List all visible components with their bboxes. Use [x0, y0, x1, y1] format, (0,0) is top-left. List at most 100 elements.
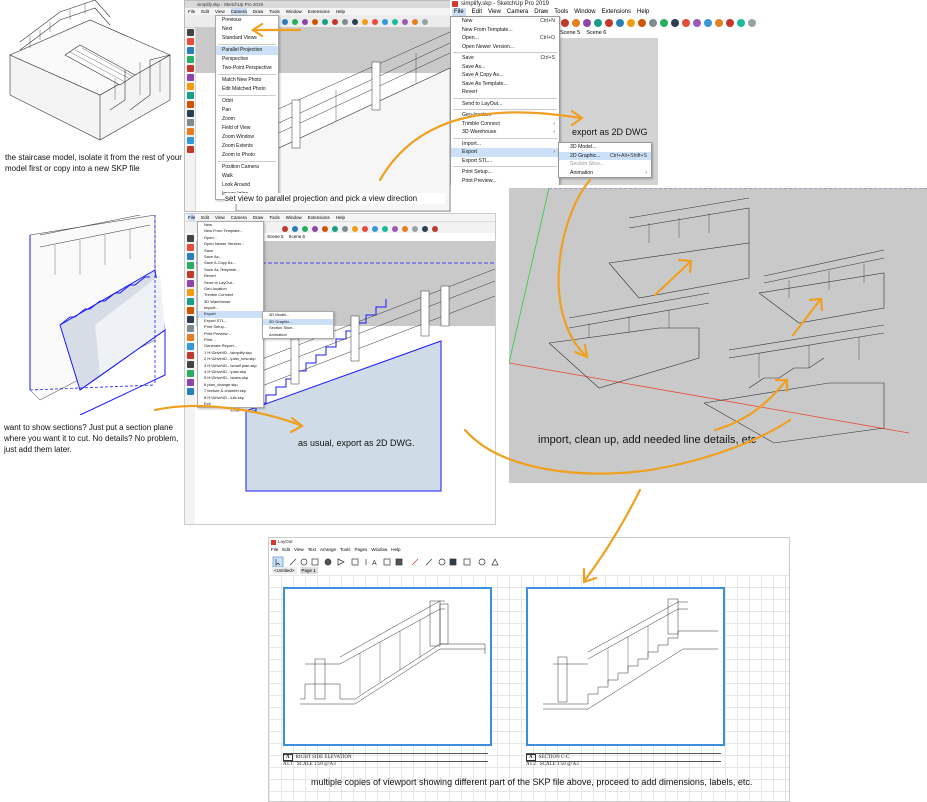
menu-pages[interactable]: Pages — [354, 547, 368, 552]
menu-extensions[interactable]: Extensions — [601, 9, 631, 15]
toolbar-icons[interactable] — [560, 16, 770, 28]
menu-tools[interactable]: Tools — [340, 547, 351, 552]
menu-arrange[interactable]: Arrange — [319, 547, 336, 552]
menu-item[interactable]: Send to LayOut... — [204, 279, 236, 285]
menu-item[interactable]: Print... — [204, 337, 216, 343]
menu-item[interactable]: Export STL... — [204, 317, 228, 323]
menu-item-geo-location[interactable]: Geo-location› — [462, 112, 555, 118]
menu-item[interactable]: Zoom — [222, 116, 235, 122]
menu-item[interactable]: Import... — [204, 305, 219, 311]
tab-page[interactable]: Page 1 — [299, 567, 318, 574]
menu-view[interactable]: View — [215, 215, 225, 220]
menu-item-section-slice[interactable]: Section Slice... — [570, 161, 605, 167]
menu-item[interactable]: 3D Warehouse — [204, 298, 231, 304]
menu-item[interactable]: Previous — [222, 17, 242, 23]
tab-scene[interactable]: Scene 6 — [586, 30, 607, 36]
menu-item[interactable]: Open Newer Version... — [204, 241, 245, 247]
menu-item-open[interactable]: Open...Ctrl+O — [462, 35, 555, 41]
menu-item[interactable]: 5 H:\Drive\ID...\stairs.skp — [204, 375, 249, 381]
menu-item-import[interactable]: Import... — [462, 140, 482, 147]
menu-item[interactable]: Zoom to Photo — [222, 152, 255, 158]
menu-item[interactable]: New From Template... — [204, 228, 244, 234]
menu-item[interactable]: Match New Photo — [222, 77, 262, 83]
menu-file[interactable]: File — [188, 214, 196, 221]
menu-item[interactable]: 4 H:\Drive\ID...\plan.skp — [204, 368, 247, 374]
menu-item[interactable]: Print Setup... — [204, 324, 228, 330]
menu-item[interactable]: Next — [222, 26, 233, 32]
toolbar-icons[interactable] — [185, 224, 495, 235]
tab-scene[interactable]: Scene 5 — [267, 234, 284, 239]
menu-view[interactable]: View — [488, 9, 501, 15]
menu-edit[interactable]: Edit — [471, 9, 483, 15]
menu-item[interactable]: Pan — [222, 107, 231, 113]
menu-item[interactable]: Edit Matched Photo — [222, 86, 266, 92]
tab-document[interactable]: <Untitled> — [272, 567, 297, 574]
menu-help[interactable]: Help — [391, 547, 401, 552]
menu-item[interactable]: 3 H:\Drive\ID...\small plan.skp — [204, 362, 257, 368]
menu-tools[interactable]: Tools — [554, 9, 569, 15]
menu-item-2d-graphic[interactable]: 2D Graphic... — [263, 318, 333, 325]
menu-item[interactable]: Walk — [222, 173, 233, 179]
menu-item-revert[interactable]: Revert — [462, 89, 478, 95]
menu-item-open-newer[interactable]: Open Newer Version... — [462, 43, 515, 50]
menu-item[interactable]: Trimble Connect — [204, 292, 234, 298]
menu-help[interactable]: Help — [637, 9, 650, 15]
menu-item-new-from-template[interactable]: New From Template... — [462, 26, 513, 33]
menu-item[interactable]: Zoom Extents — [222, 143, 253, 149]
menu-edit[interactable]: Edit — [201, 9, 210, 14]
menu-view[interactable]: View — [215, 9, 225, 14]
model-viewport[interactable] — [196, 241, 495, 524]
menu-item-send-to-layout[interactable]: Send to LayOut... — [462, 100, 503, 107]
menu-item[interactable]: Print Preview... — [204, 330, 231, 336]
menu-window[interactable]: Window — [285, 9, 302, 14]
viewport-right-side-elevation[interactable] — [283, 587, 492, 746]
menu-item[interactable]: Save — [204, 247, 214, 253]
menu-draw[interactable]: Draw — [534, 9, 549, 15]
menu-item-animation[interactable]: Animation› — [570, 169, 647, 176]
viewport-section-c-c[interactable] — [526, 587, 725, 746]
menu-help[interactable]: Help — [335, 9, 346, 14]
menu-item-save-as[interactable]: Save As... — [462, 63, 486, 70]
menu-tools[interactable]: Tools — [269, 9, 280, 14]
menu-item-print-preview[interactable]: Print Preview... — [462, 177, 497, 184]
menu-camera[interactable]: Camera — [230, 215, 247, 220]
menu-item-export[interactable]: Export› — [451, 148, 559, 157]
menu-item-save-as-template[interactable]: Save As Template... — [462, 80, 508, 87]
menu-camera[interactable]: Camera — [506, 9, 529, 15]
menu-item[interactable]: Position Camera — [222, 164, 259, 170]
menu-item[interactable]: Animation — [269, 331, 287, 337]
menu-extensions[interactable]: Extensions — [307, 9, 330, 14]
menu-item[interactable]: Two-Point Perspective — [222, 65, 272, 71]
menu-extensions[interactable]: Extensions — [307, 215, 330, 220]
menu-item[interactable]: 2 H:\Drive\ID...\plan_new.skp — [204, 356, 256, 362]
menu-item[interactable]: 1 H:\Drive\ID...\simplify.skp — [204, 349, 252, 355]
menu-item[interactable]: Generate Report... — [204, 343, 238, 349]
menu-window[interactable]: Window — [285, 215, 302, 220]
import-canvas[interactable]: import, clean up, add needed line detail… — [509, 188, 927, 483]
menu-item-2d-graphic[interactable]: 2D Graphic...Ctrl+Alt+Shift+S — [559, 151, 651, 160]
menu-camera[interactable]: Camera — [230, 8, 247, 15]
menu-item-export-stl[interactable]: Export STL... — [462, 157, 493, 164]
menu-item-3d-warehouse[interactable]: 3D Warehouse› — [462, 129, 555, 135]
menu-help[interactable]: Help — [335, 215, 346, 220]
menu-item[interactable]: 8 H:\Drive\ID...\utc.skp — [204, 394, 245, 400]
menu-item[interactable]: Exit — [204, 400, 211, 406]
menu-item[interactable]: Save As Template... — [204, 266, 240, 272]
menu-item[interactable]: 6 plan_change.skp — [204, 381, 238, 387]
menu-item[interactable]: Look Around — [222, 182, 251, 188]
menu-item[interactable]: Open... — [204, 234, 218, 240]
menu-file[interactable]: File — [452, 8, 466, 17]
menu-item-3d-model[interactable]: 3D Model... — [570, 144, 597, 150]
menu-edit[interactable]: Edit — [201, 215, 210, 220]
tool-palette[interactable] — [185, 28, 195, 211]
paper-grid[interactable]: A RIGHT SIDE ELEVATION A1.1 SCALE 1:50 @… — [269, 575, 789, 801]
menu-tools[interactable]: Tools — [269, 215, 280, 220]
menu-view[interactable]: View — [294, 547, 304, 552]
menu-edit[interactable]: Edit — [282, 547, 291, 552]
menu-file[interactable]: File — [188, 9, 196, 14]
layout-toolbar[interactable]: A — [272, 555, 562, 568]
menu-item[interactable]: Field of View — [222, 125, 251, 131]
menu-item-parallel-projection[interactable]: Parallel Projection — [216, 46, 278, 55]
